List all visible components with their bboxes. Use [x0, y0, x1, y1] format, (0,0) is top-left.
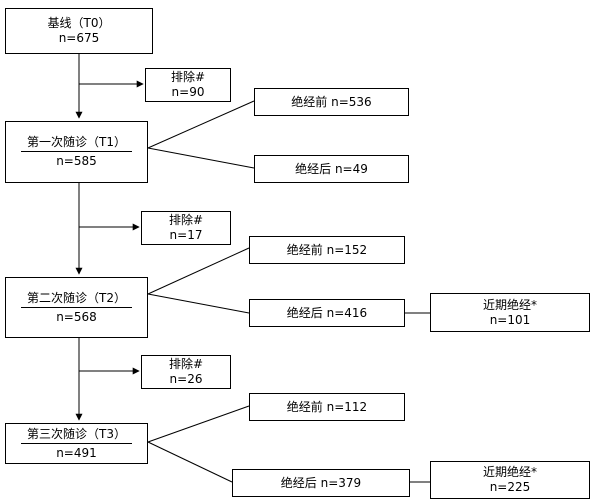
recent-menopause-3-count: n=225	[489, 480, 531, 494]
postmenopause-3-label: 绝经后 n=379	[280, 475, 362, 490]
premenopause-3-label: 绝经前 n=112	[286, 399, 368, 414]
followup-2-box: 第二次随诊（T2） n=568	[5, 277, 148, 338]
recent-menopause-3-title: 近期绝经*	[482, 465, 537, 479]
exclude-2-count: n=17	[169, 228, 203, 242]
premenopause-2-box: 绝经前 n=152	[249, 236, 405, 264]
premenopause-1-box: 绝经前 n=536	[254, 88, 409, 116]
recent-menopause-3-box: 近期绝经* n=225	[430, 461, 590, 499]
branch-t1-post	[147, 147, 255, 169]
premenopause-2-label: 绝经前 n=152	[286, 242, 368, 257]
postmenopause-1-label: 绝经后 n=49	[295, 161, 368, 176]
followup-3-count: n=491	[56, 445, 97, 460]
exclude-2-title: 排除#	[168, 213, 204, 227]
premenopause-1-label: 绝经前 n=536	[291, 94, 372, 109]
premenopause-3-box: 绝经前 n=112	[249, 393, 405, 421]
branch-t2-pre	[147, 247, 250, 295]
exclude-1-box: 排除# n=90	[145, 68, 231, 102]
exclude-1-title: 排除#	[170, 70, 206, 84]
recent-menopause-2-title: 近期绝经*	[482, 297, 537, 312]
followup-2-count: n=568	[56, 309, 97, 324]
followup-1-box: 第一次随诊（T1） n=585	[5, 121, 148, 183]
followup-1-title: 第一次随诊（T1）	[21, 135, 132, 152]
followup-3-box: 第三次随诊（T3） n=491	[5, 423, 148, 464]
branch-t3-pre	[147, 405, 250, 443]
recent-menopause-2-count: n=101	[489, 312, 531, 327]
exclude-2-box: 排除# n=17	[141, 211, 231, 245]
postmenopause-2-label: 绝经后 n=416	[286, 305, 368, 320]
followup-2-title: 第二次随诊（T2）	[21, 291, 132, 308]
baseline-box: 基线（T0） n=675	[5, 8, 153, 54]
postmenopause-3-box: 绝经后 n=379	[232, 469, 410, 497]
followup-3-title: 第三次随诊（T3）	[21, 427, 132, 444]
exclude-1-count: n=90	[171, 85, 205, 99]
followup-1-count: n=585	[56, 154, 97, 168]
baseline-count: n=675	[58, 31, 100, 45]
exclude-3-title: 排除#	[168, 357, 204, 371]
branch-t3-post	[147, 441, 233, 483]
baseline-title: 基线（T0）	[47, 16, 111, 30]
branch-t2-post	[147, 293, 250, 314]
branch-t1-pre	[147, 100, 255, 149]
postmenopause-1-box: 绝经后 n=49	[254, 155, 409, 183]
exclude-3-box: 排除# n=26	[141, 355, 231, 389]
exclude-3-count: n=26	[169, 372, 203, 386]
recent-menopause-2-box: 近期绝经* n=101	[430, 293, 590, 332]
postmenopause-2-box: 绝经后 n=416	[249, 299, 405, 327]
